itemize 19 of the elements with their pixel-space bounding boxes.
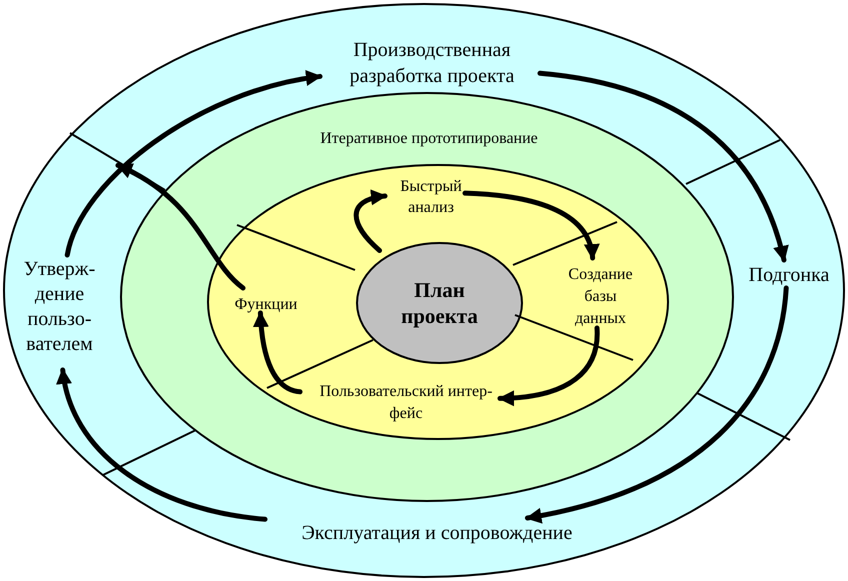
curved-arrow [354,190,388,253]
curved-arrow [538,70,788,262]
curved-arrow [57,368,268,522]
sector-label: Создание базы данных [558,264,643,334]
curved-arrow [116,162,246,290]
sector-label: Эксплуатация и сопровождение [267,520,607,550]
sector-label: Утверж-дение пользо-вателем [12,257,107,372]
curved-arrow [253,310,302,394]
curved-arrow [462,190,598,260]
ring-label: Итеративное прототипирование [319,129,539,149]
curved-arrow [64,70,322,258]
sector-label: Подгонка [739,262,839,290]
curved-arrow [524,286,789,524]
curved-arrow [498,326,600,406]
sector-label: Быстрый анализ [391,176,471,220]
center-ellipse: План проекта [356,242,523,364]
sector-label: Функции [221,294,311,319]
sector-label: Производственная разработка проекта [322,37,542,95]
sector-label: Пользовательский интер-фейс [306,381,506,429]
